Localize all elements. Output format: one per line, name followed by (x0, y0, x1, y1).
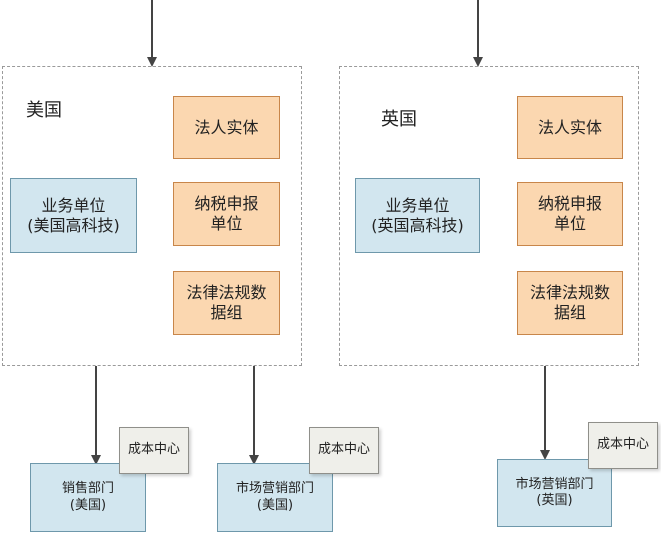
us-business-unit: 业务单位 (美国高科技) (10, 178, 137, 253)
region-us (2, 66, 302, 366)
department-marketing-uk: 市场营销部门 (英国) (497, 459, 612, 527)
cost-center-marketing-uk-label: 成本中心 (596, 437, 649, 453)
uk-business-unit: 业务单位 (英国高科技) (355, 178, 480, 253)
us-tax-reporting-unit: 纳税申报 单位 (173, 182, 280, 246)
uk-tax-reporting-unit: 纳税申报 单位 (517, 182, 623, 246)
uk-business-unit-label: 业务单位 (英国高科技) (371, 195, 464, 235)
us-legislative-data-group-label: 法律法规数 据组 (186, 283, 267, 322)
us-legislative-data-group: 法律法规数 据组 (173, 271, 280, 335)
us-legal-entity-label: 法人实体 (194, 117, 259, 137)
department-marketing-uk-label: 市场营销部门 (英国) (515, 476, 594, 508)
cost-center-marketing-us-label: 成本中心 (317, 442, 370, 458)
uk-legal-entity-label: 法人实体 (537, 117, 602, 137)
uk-legislative-data-group: 法律法规数 据组 (517, 271, 623, 335)
us-tax-reporting-unit-label: 纳税申报 单位 (194, 194, 259, 233)
uk-tax-reporting-unit-label: 纳税申报 单位 (537, 194, 602, 233)
cost-center-marketing-us: 成本中心 (309, 427, 379, 474)
region-uk (339, 66, 639, 366)
region-us-label: 美国 (26, 100, 62, 121)
uk-legal-entity: 法人实体 (517, 96, 623, 159)
department-marketing-us: 市场营销部门 (美国) (217, 463, 333, 532)
region-uk-label: 英国 (381, 109, 417, 130)
cost-center-marketing-uk: 成本中心 (588, 422, 658, 469)
cost-center-sales-us: 成本中心 (119, 427, 189, 474)
cost-center-sales-us-label: 成本中心 (127, 442, 180, 458)
department-sales-us: 销售部门 (美国) (30, 463, 146, 532)
uk-legislative-data-group-label: 法律法规数 据组 (529, 283, 610, 322)
department-marketing-us-label: 市场营销部门 (美国) (235, 481, 314, 513)
department-sales-us-label: 销售部门 (美国) (61, 481, 114, 513)
us-legal-entity: 法人实体 (173, 96, 280, 159)
us-business-unit-label: 业务单位 (美国高科技) (27, 195, 120, 235)
